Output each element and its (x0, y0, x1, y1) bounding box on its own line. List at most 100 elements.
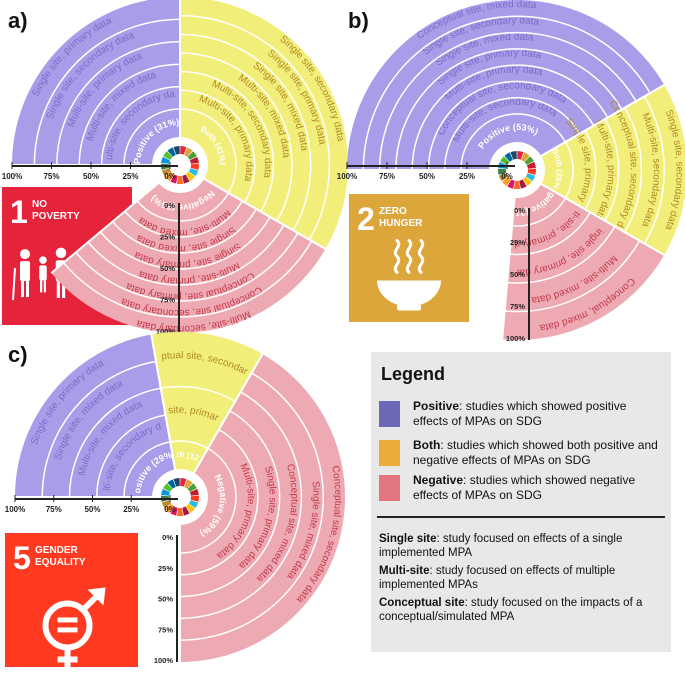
sdg-wheel-segment (163, 483, 173, 492)
definition-single-site: Single site: study focused on effects of… (379, 533, 623, 559)
negative-ring-border (179, 372, 324, 641)
gender-equality-icon (42, 587, 106, 670)
definition-multi-site: Multi-site: study focused on effects of … (379, 565, 616, 591)
sdg-wheel-segment (502, 176, 512, 186)
positive-ring-border (443, 96, 581, 171)
both-ring-border (160, 385, 236, 402)
scale-left-tick-label: 50% (83, 172, 99, 181)
sdg-wheel-segment (165, 171, 175, 181)
positive-ring-border (411, 64, 609, 171)
negative-ring-border (179, 391, 303, 620)
person-leg (43, 280, 46, 293)
positive-ring-border (427, 80, 595, 171)
sdg-wheel-segment (498, 173, 509, 182)
sdg-wheel-segment (524, 156, 534, 165)
sdg-wheel-segment (182, 174, 190, 184)
sdg-wheel-segment (163, 151, 173, 160)
sdg-wheel-segment (510, 151, 517, 160)
scale-down-tick-label: 50% (158, 595, 173, 604)
scale-left-tick-label: 75% (43, 172, 59, 181)
scale-left-tick-label: 0% (164, 505, 176, 514)
both-edge (540, 84, 665, 157)
positive-ring-border (378, 31, 637, 171)
negative-ring-border (87, 224, 285, 286)
both-sector (541, 85, 685, 255)
sdg-wheel-segment (190, 495, 199, 502)
negative-edge (501, 197, 516, 340)
sdg-tile-title-line: HUNGER (379, 218, 423, 229)
scale-down-tick-label: 25% (510, 238, 525, 247)
sdg-tile-title-line: NO (32, 199, 47, 210)
both-sector (151, 332, 263, 473)
negative-ring-border (179, 410, 281, 598)
person-leg (56, 281, 60, 299)
both-ring-border (170, 440, 209, 450)
legend-box: Legend Positive: studies which showed po… (371, 352, 671, 652)
scale-left-tick-label: 25% (122, 172, 138, 181)
scale-left-tick-label: 100% (2, 172, 22, 181)
male-arrow-head (87, 587, 106, 606)
person-leg (26, 281, 29, 298)
sdg-wheel-segment (513, 180, 521, 190)
negative-ring-border (124, 200, 244, 238)
sdg-wheel-segment (188, 168, 199, 177)
sdg-wheel-segment (184, 147, 193, 157)
scale-left-tick-label: 25% (123, 505, 139, 514)
scale-left-tick-label: 25% (459, 172, 475, 181)
scale-down-tick-label: 100% (156, 327, 176, 336)
sdg-tile-title-line: ZERO (379, 206, 407, 217)
positive-ring-border (362, 15, 651, 171)
scale-left-tick-label: 100% (5, 505, 25, 514)
steam-line (405, 238, 413, 274)
sdg-tile-number: 1 (10, 194, 28, 230)
both-ring-border (179, 33, 312, 231)
legend-swatch-negative (379, 475, 400, 501)
positive-ring-border (395, 48, 623, 171)
sdg-tile-title-line: EQUALITY (35, 557, 86, 568)
sdg-wheel-segment (187, 151, 197, 160)
sdg-wheel-segment (522, 176, 532, 186)
legend-title: Legend (381, 364, 446, 384)
sdg-wheel-segment (170, 174, 178, 184)
positive-ring-border (123, 441, 171, 498)
positive-ring-border (78, 63, 181, 166)
positive-sector (347, 0, 665, 170)
sdg-tile-title-line: GENDER (35, 545, 79, 556)
sdg-wheel-segment (165, 503, 175, 513)
negative-ring-border (504, 240, 641, 313)
sdg-wheel-segment (498, 168, 507, 175)
legend-divider (377, 516, 665, 518)
negative-edge (540, 183, 665, 256)
person-body (20, 261, 30, 282)
person-head (20, 249, 30, 260)
sdg-wheel-segment (517, 151, 524, 160)
sdg-wheel-segment (527, 168, 536, 175)
bowl-foot (397, 304, 421, 311)
bowl-shape (377, 280, 441, 307)
sdg-wheel-segment (161, 488, 171, 496)
steam-line (417, 238, 425, 274)
sdg-wheel-segment (185, 171, 195, 181)
scale-down-tick-label: 0% (164, 201, 175, 210)
legend-text-both: Both: studies which showed both positive… (413, 438, 658, 467)
negative-ring-border (179, 428, 259, 576)
person-head (39, 256, 47, 264)
panel-label: a) (8, 8, 28, 33)
sdg-wheel-segment (189, 156, 199, 164)
negative-edge (193, 353, 264, 474)
legend-text-positive: Positive: studies which showed positive … (413, 399, 627, 428)
positive-sector (12, 0, 180, 165)
scale-left-tick-label: 0% (164, 172, 176, 181)
scale-left-tick-label: 75% (46, 505, 62, 514)
scale-left-tick-label: 0% (501, 172, 513, 181)
positive-ring-border (33, 18, 181, 166)
person-body (39, 265, 47, 281)
sdg-tile-title-line: POVERTY (32, 211, 80, 222)
both-ring-border (584, 130, 597, 210)
negative-ring-border (136, 192, 230, 222)
person-leg (21, 281, 24, 298)
negative-ring-border (62, 240, 313, 318)
sdg-wheel-segment (507, 179, 515, 189)
scale-down-tick-label: 75% (510, 302, 525, 311)
